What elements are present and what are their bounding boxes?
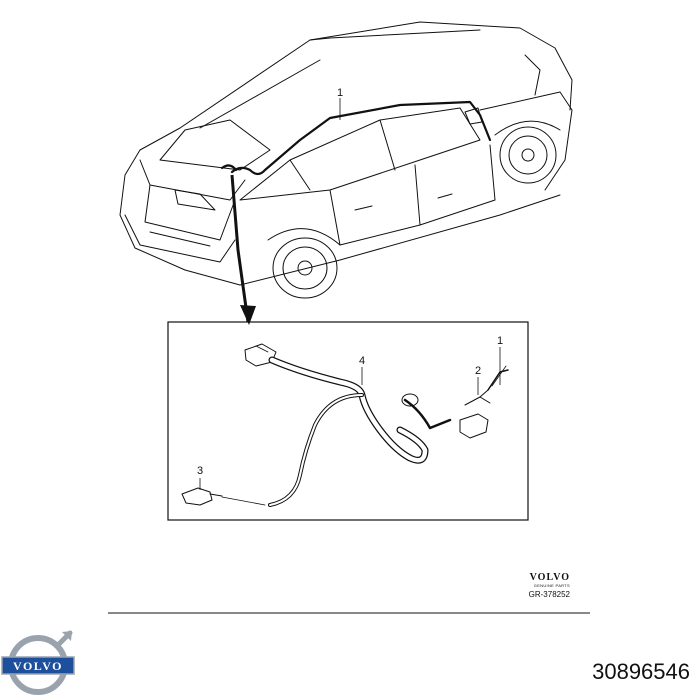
detail-callout-leaders	[199, 347, 501, 490]
detail-pointer-arrow	[230, 174, 250, 323]
callout-car-cable: 1	[337, 87, 343, 99]
drawing-mark-subtext: GENUINE PARTS	[533, 583, 570, 588]
volvo-logo-text: VOLVO	[13, 659, 63, 673]
callout-detail-cable: 1	[497, 335, 503, 347]
cable-routing-car	[220, 100, 492, 176]
detail-harness	[181, 343, 509, 507]
callout-clip: 3	[197, 465, 203, 477]
drawing-mark-brand: VOLVO	[529, 572, 570, 583]
detail-frame	[167, 321, 529, 521]
drawing-code: GR-378252	[528, 590, 570, 599]
callout-harness: 4	[359, 355, 365, 367]
detail-pointer-arrowhead	[240, 305, 256, 325]
volvo-logo: VOLVO	[1, 630, 75, 695]
part-number: 30896546	[592, 659, 690, 684]
car-illustration	[119, 21, 573, 299]
callout-connector: 2	[475, 365, 481, 377]
